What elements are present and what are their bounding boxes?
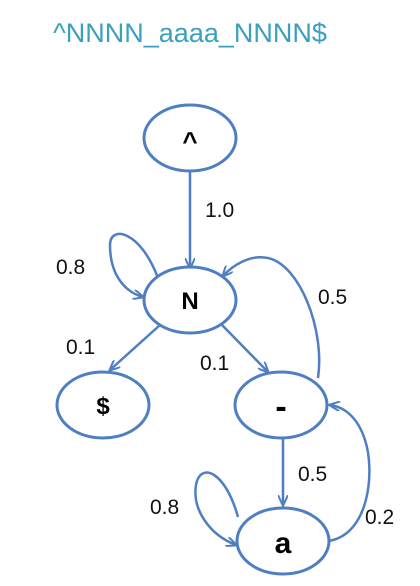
node-start (142, 103, 238, 173)
node-end (55, 370, 151, 440)
node-end-label: $ (96, 393, 110, 420)
node-start-label: ^ (182, 126, 197, 156)
edge-n-self-loop (108, 232, 160, 297)
edge-n-to-sep (221, 324, 268, 372)
prob-n-to-sep: 0.1 (200, 352, 229, 375)
prob-sep-to-n: 0.5 (318, 286, 347, 309)
prob-a-self: 0.8 (150, 496, 179, 519)
node-n (142, 265, 238, 335)
prob-a-to-sep: 0.2 (365, 506, 394, 529)
edge-n-to-end (110, 324, 161, 370)
edge-sep-to-n (223, 255, 321, 379)
prob-sep-to-a: 0.5 (298, 463, 327, 486)
node-sep (233, 370, 329, 440)
node-a-label: a (275, 527, 292, 560)
edge-a-self-loop (194, 471, 240, 545)
prob-n-self: 0.8 (56, 256, 85, 279)
node-a (235, 506, 331, 576)
node-sep-label: - (275, 388, 286, 426)
diagram-title: ^NNNN_aaaa_NNNN$ (53, 18, 327, 48)
prob-n-to-end: 0.1 (66, 336, 95, 359)
node-n-label: N (181, 288, 198, 315)
prob-start-to-n: 1.0 (205, 199, 234, 222)
edge-a-to-sep (328, 405, 371, 543)
